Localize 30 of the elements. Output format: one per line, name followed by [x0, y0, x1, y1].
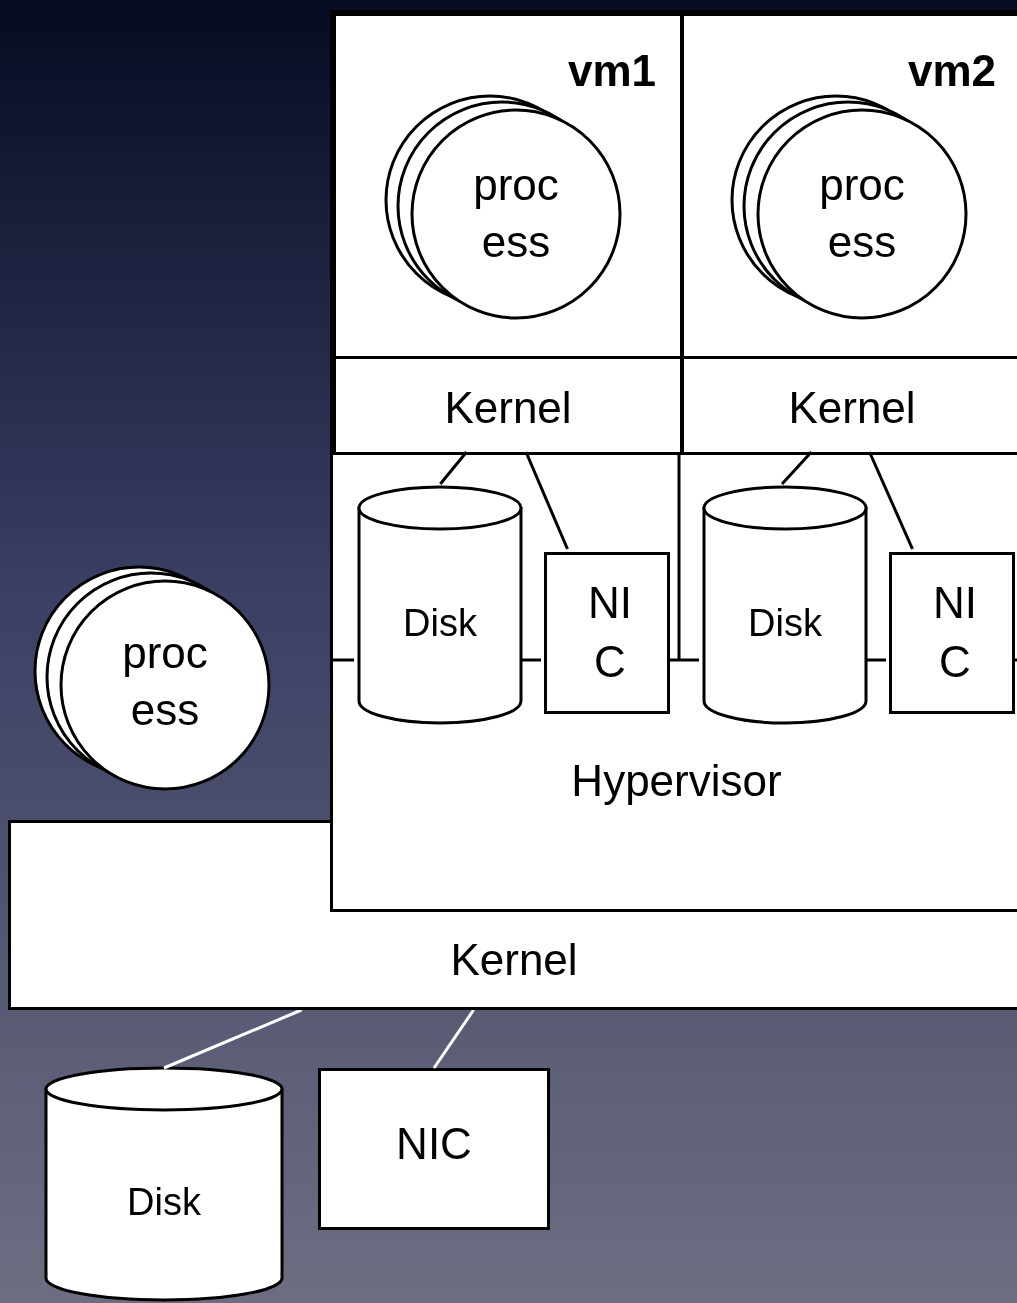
- connector-line: [524, 451, 569, 550]
- nic-label: NI C: [932, 577, 978, 689]
- connector-line: [780, 451, 813, 485]
- nic-label: NI C: [587, 577, 633, 689]
- vm-label: vm2: [907, 45, 996, 97]
- nic-label: NIC: [395, 1118, 473, 1170]
- hypervisor-label: Hypervisor: [570, 754, 783, 807]
- connector-line: [868, 451, 914, 550]
- disk-label: Disk: [402, 601, 478, 646]
- process-label: proc ess: [472, 159, 560, 269]
- connector-line: [865, 658, 886, 662]
- vm-box: [681, 13, 1017, 455]
- connector-line: [667, 658, 699, 662]
- vm-label: vm1: [567, 45, 656, 97]
- connector-line: [432, 1009, 475, 1069]
- kernel-label: Kernel: [787, 382, 917, 434]
- connector-line: [520, 658, 541, 662]
- vm-box: [333, 13, 683, 455]
- disk-label: Disk: [747, 601, 823, 646]
- kernel-label: Kernel: [443, 382, 573, 434]
- nic-box: [544, 552, 670, 714]
- connector-line: [163, 1008, 303, 1070]
- hypervisor-box: [330, 10, 1017, 912]
- nic-box: [889, 552, 1015, 714]
- connector-line: [439, 451, 468, 485]
- disk-label: Disk: [126, 1180, 202, 1225]
- process-label: proc ess: [121, 627, 209, 737]
- process-label: proc ess: [818, 159, 906, 269]
- nic-box: [318, 1068, 550, 1230]
- kernel-label: Kernel: [449, 933, 579, 986]
